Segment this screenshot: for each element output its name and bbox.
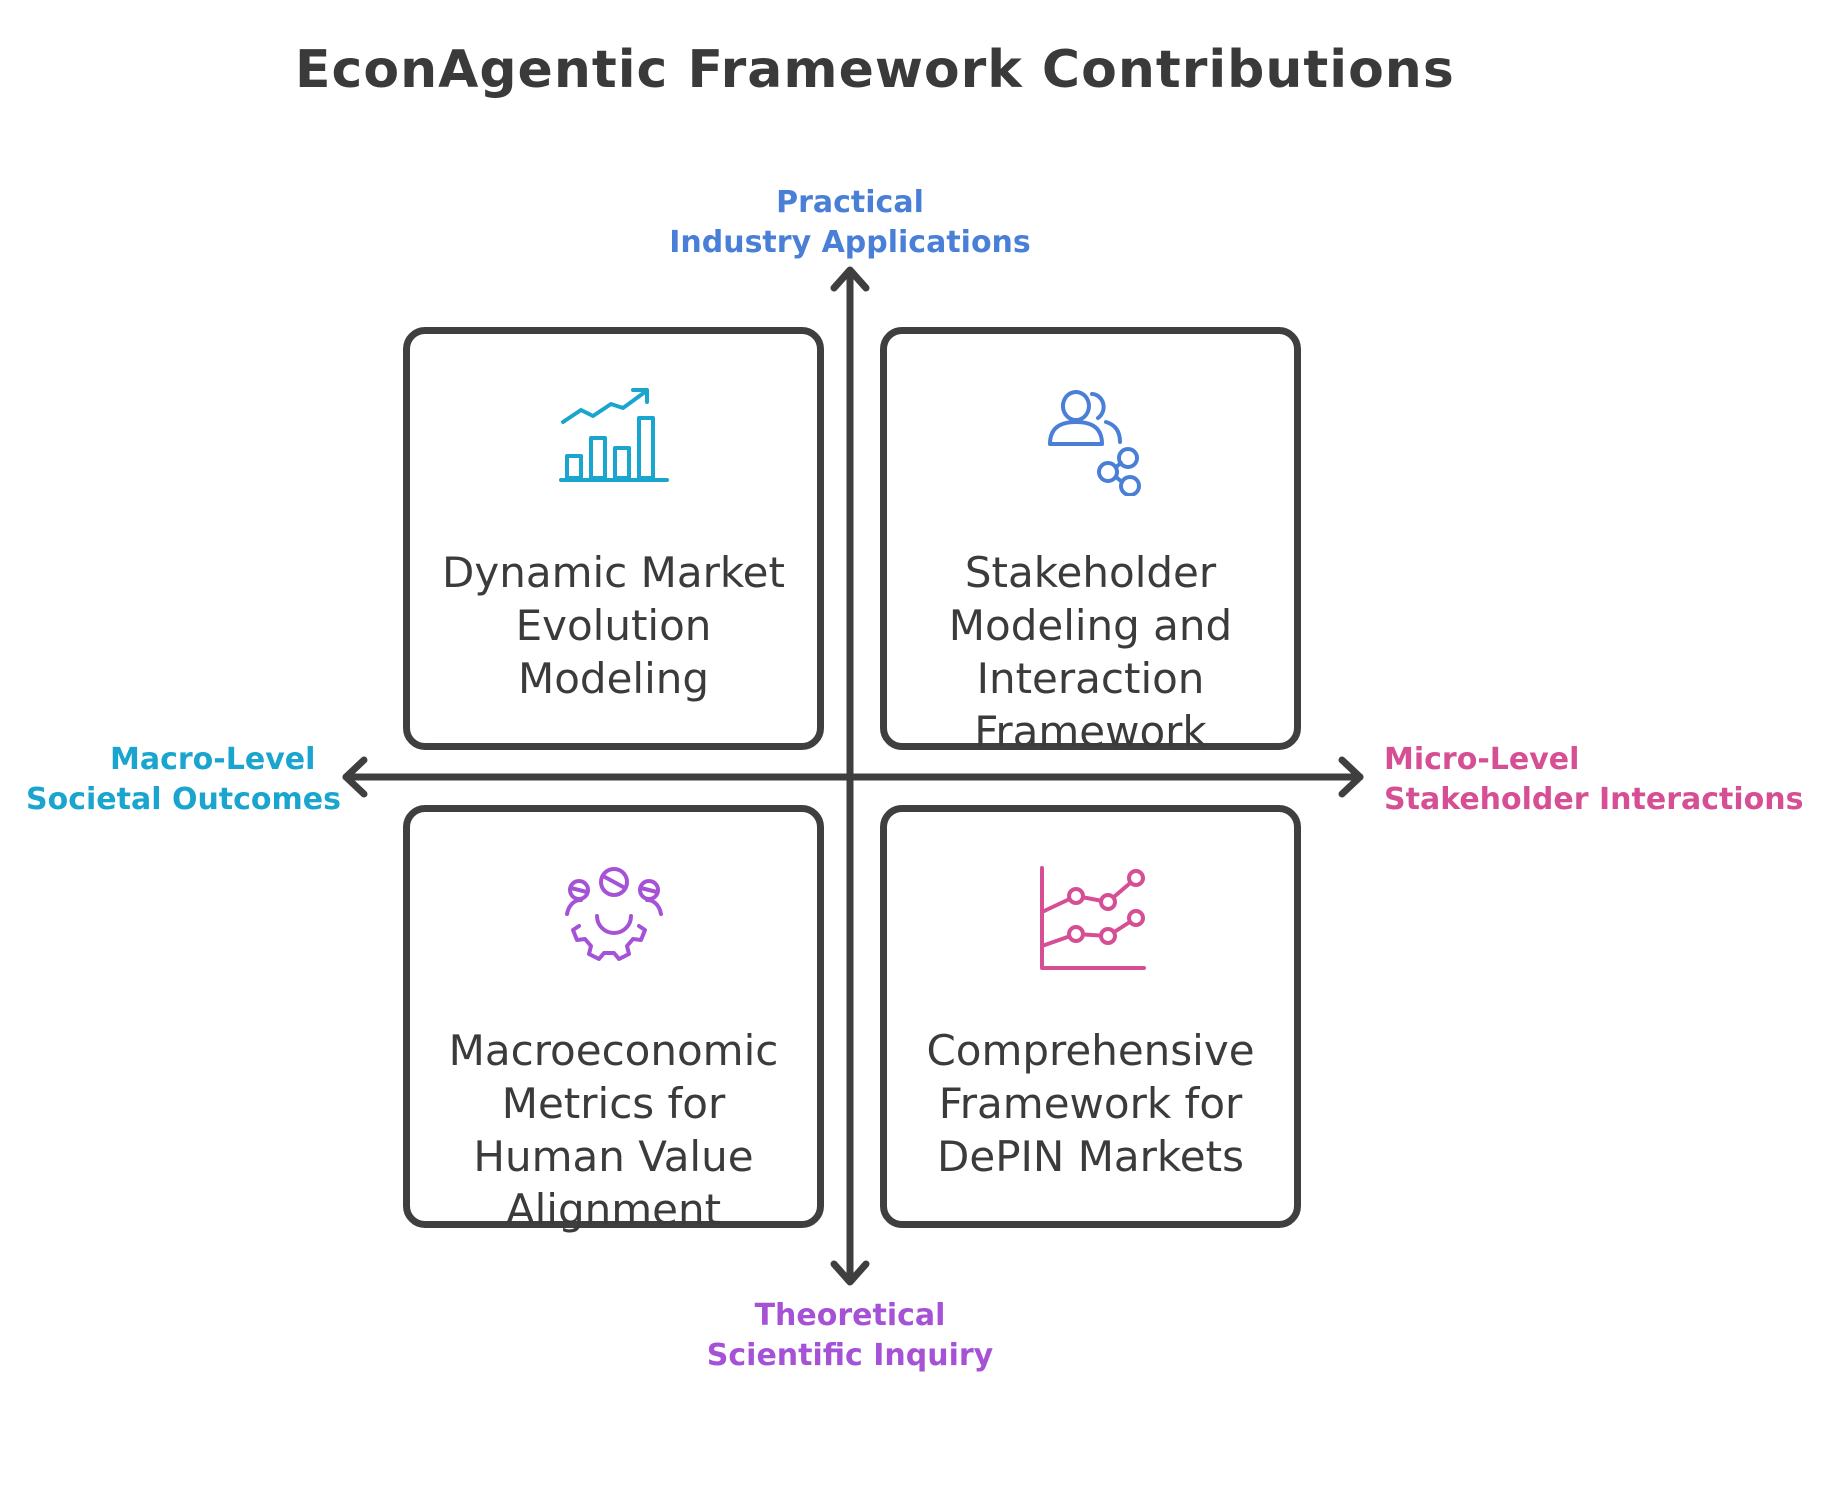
quadrant-label-line: Dynamic Market: [442, 548, 785, 597]
axis-arrow-right: [1338, 756, 1364, 798]
quadrant-label-line: Stakeholder: [964, 548, 1217, 597]
axis-label-bottom: Theoretical Scientific Inquiry: [650, 1296, 1050, 1376]
axis-label-right: Micro-Level Stakeholder Interactions: [1384, 740, 1824, 820]
axis-label-bottom-line2: Scientific Inquiry: [706, 1338, 994, 1373]
quadrant-label-bottom-right: Comprehensive Framework for DePIN Market…: [887, 1024, 1294, 1183]
axis-arrow-down: [830, 1260, 870, 1286]
axis-label-bottom-line1: Theoretical: [754, 1298, 946, 1333]
axis-label-left: Macro-Level Societal Outcomes: [26, 740, 341, 820]
quadrant-label-top-right: Stakeholder Modeling and Interaction Fra…: [887, 546, 1294, 758]
quadrant-card-bottom-right: Comprehensive Framework for DePIN Market…: [880, 805, 1301, 1228]
quadrant-card-top-left: Dynamic Market Evolution Modeling: [403, 327, 824, 750]
axis-label-right-line2: Stakeholder Interactions: [1384, 782, 1804, 817]
quadrant-label-line: Alignment: [505, 1185, 722, 1234]
axis-label-left-line1: Macro-Level: [110, 742, 316, 777]
axis-label-right-line1: Micro-Level: [1384, 742, 1580, 777]
quadrant-label-line: DePIN Markets: [937, 1132, 1244, 1181]
quadrant-label-line: Metrics for: [501, 1079, 726, 1128]
quadrant-label-bottom-left: Macroeconomic Metrics for Human Value Al…: [410, 1024, 817, 1236]
quadrant-label-line: Framework for: [938, 1079, 1243, 1128]
quadrant-label-top-left: Dynamic Market Evolution Modeling: [410, 546, 817, 705]
quadrant-card-bottom-left: Macroeconomic Metrics for Human Value Al…: [403, 805, 824, 1234]
line-chart-icon: [1039, 866, 1146, 970]
axis-label-left-line2: Societal Outcomes: [26, 782, 341, 817]
bar-chart-trend-icon: [558, 388, 669, 482]
people-gear-icon: [564, 867, 663, 961]
axis-arrow-left: [342, 756, 368, 798]
quadrant-label-line: Evolution: [515, 601, 712, 650]
quadrant-card-top-right: Stakeholder Modeling and Interaction Fra…: [880, 327, 1301, 756]
diagram-title: EconAgentic Framework Contributions: [295, 40, 1455, 100]
quadrant-label-line: Human Value: [473, 1132, 754, 1181]
axis-label-top-line1: Practical: [776, 185, 924, 220]
quadrant-label-line: Comprehensive: [926, 1026, 1255, 1075]
axis-label-top-line2: Industry Applications: [669, 225, 1031, 260]
quadrant-label-line: Macroeconomic: [448, 1026, 779, 1075]
axis-label-top: Practical Industry Applications: [620, 183, 1080, 263]
axis-arrow-up: [830, 266, 870, 292]
quadrant-label-line: Modeling: [517, 654, 710, 703]
quadrant-label-line: Framework: [974, 707, 1207, 756]
quadrant-label-line: Modeling and: [948, 601, 1233, 650]
stakeholder-network-icon: [1047, 390, 1141, 496]
quadrant-label-line: Interaction: [976, 654, 1205, 703]
